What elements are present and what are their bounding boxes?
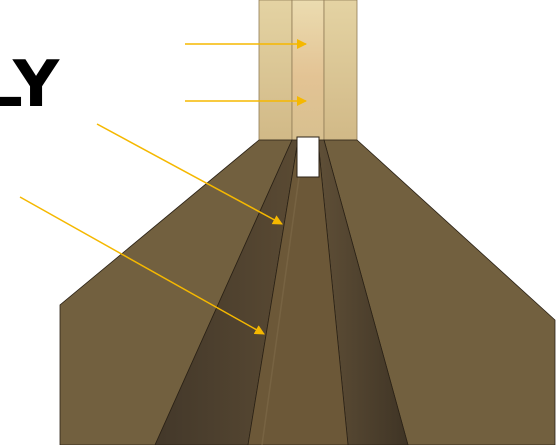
arrow-floor-ridge-upper <box>96 123 283 225</box>
pointer-arrows <box>19 39 307 335</box>
wall-panel-right <box>323 0 358 141</box>
floor-left-slab <box>59 139 293 445</box>
caption-label: LY <box>0 48 60 122</box>
wall-panel-center <box>291 0 325 141</box>
floor <box>59 139 556 445</box>
floor-groove-left <box>154 139 299 445</box>
wall-panel-left <box>258 0 293 141</box>
ridge-highlight <box>261 169 301 445</box>
far-wall <box>258 0 358 141</box>
wall-opening <box>296 136 320 178</box>
arrow-floor-ridge-lower <box>19 196 265 335</box>
